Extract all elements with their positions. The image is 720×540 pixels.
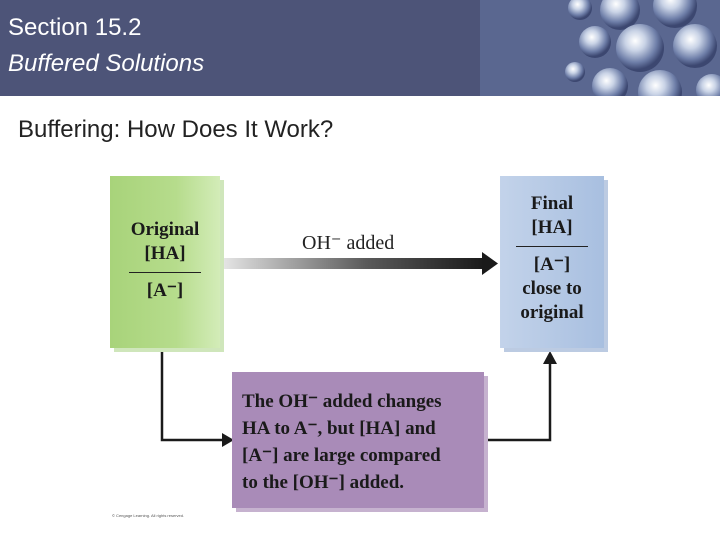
final-denominator: [A⁻] (500, 253, 604, 277)
final-numerator: [HA] (500, 216, 604, 240)
oh-added-arrow (222, 252, 498, 275)
final-ratio-box: Final [HA] [A⁻] close to original (500, 176, 604, 348)
explanation-line: [A⁻] are large compared (242, 442, 476, 469)
explanation-box: The OH⁻ added changes HA to A⁻, but [HA]… (232, 372, 484, 508)
fraction-bar (516, 246, 588, 247)
explanation-line: The OH⁻ added changes (242, 388, 476, 415)
original-denominator: [A⁻] (110, 279, 220, 303)
final-note-line1: close to (500, 277, 604, 301)
up-arrowhead (543, 351, 557, 364)
original-title: Original (110, 218, 220, 242)
final-note-line2: original (500, 301, 604, 325)
up-to-final-arrow (488, 362, 550, 440)
original-numerator: [HA] (110, 242, 220, 266)
copyright-credit: © Cengage Learning. All rights reserved. (112, 513, 184, 518)
original-ratio-box: Original [HA] [A⁻] (110, 176, 220, 348)
explanation-line: to the [OH⁻] added. (242, 469, 476, 496)
final-title: Final (500, 192, 604, 216)
fraction-bar (129, 272, 201, 273)
oh-added-label: OH⁻ added (302, 230, 394, 255)
explanation-line: HA to A⁻, but [HA] and (242, 415, 476, 442)
down-to-explanation-arrow (162, 350, 224, 440)
